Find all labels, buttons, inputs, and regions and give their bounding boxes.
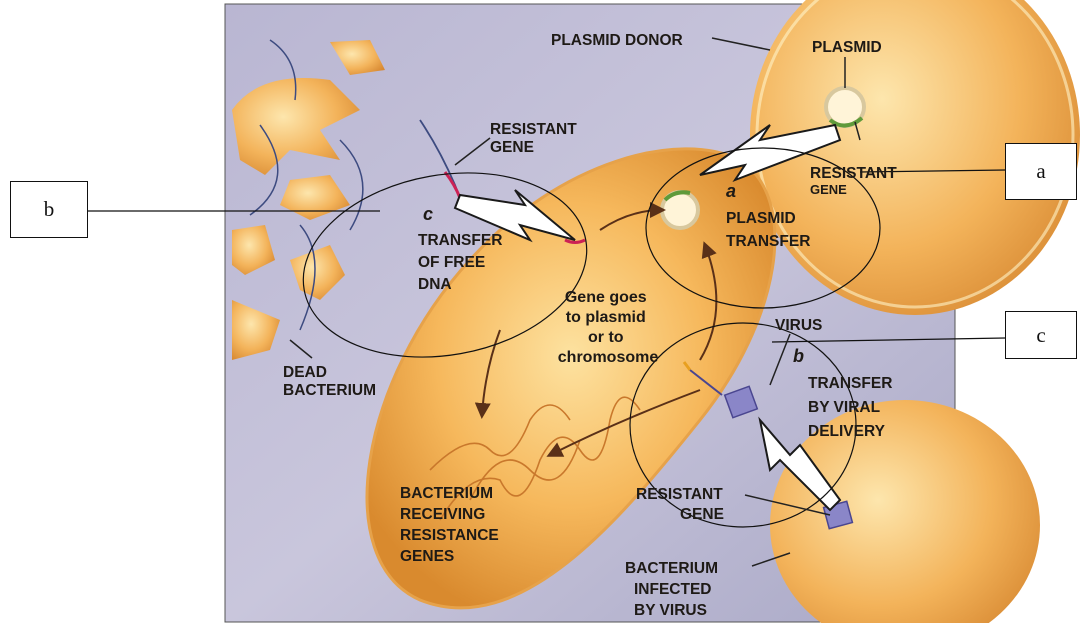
- label-transfer-viral: TRANSFER BY VIRAL DELIVERY: [808, 375, 897, 440]
- label-plasmid-donor: PLASMID DONOR: [551, 32, 683, 49]
- label-plasmid: PLASMID: [812, 39, 882, 56]
- answer-box-c: c: [1005, 311, 1077, 359]
- label-viral-letter: b: [793, 346, 804, 366]
- label-free-dna-letter: c: [423, 204, 433, 224]
- answer-box-a: a: [1005, 143, 1077, 200]
- received-plasmid: [662, 192, 698, 228]
- label-virus: VIRUS: [775, 317, 822, 334]
- donor-plasmid: [826, 88, 864, 126]
- label-plasmid-transfer-letter: a: [726, 181, 736, 201]
- answer-box-b: b: [10, 181, 88, 238]
